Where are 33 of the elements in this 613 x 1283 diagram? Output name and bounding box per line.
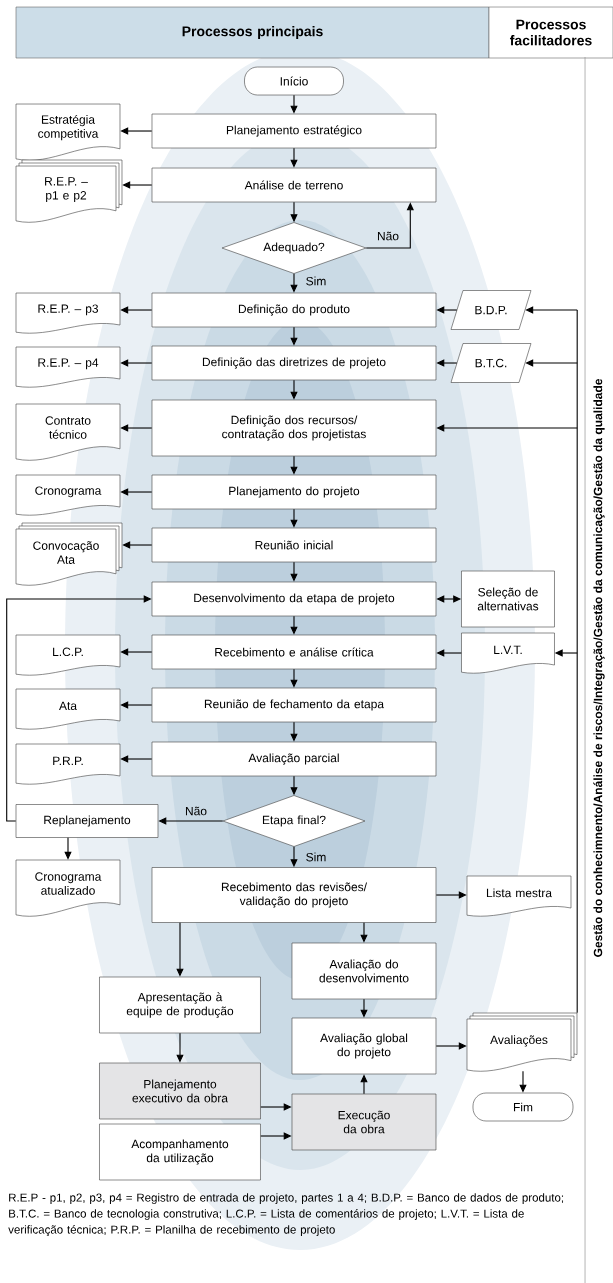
process-box: Desenvolvimento da etapa de projeto: [151, 581, 437, 617]
process-box: Avaliação do desenvolvimento: [291, 942, 437, 1000]
process-box: Execução da obra: [291, 1093, 437, 1151]
process-box: Definição dos recursos/ contratação dos projetistas: [151, 399, 437, 457]
process-box: Apresentação à equipe de produção: [99, 976, 261, 1034]
process-box: Recebimento das revisões/ validação do projeto: [151, 867, 437, 923]
side-column: Gestão do conhecimnento/Análise de riscos/Integração/Gestão da comunicação/Gestão da qualidade: [584, 56, 605, 1283]
process-box: Planejamento estratégico: [151, 113, 437, 149]
process-box: Definição das diretrizes de projeto: [151, 345, 437, 381]
document-stack: Avaliações: [466, 1012, 578, 1072]
process-box: Avaliação parcial: [151, 741, 437, 777]
data-parallelogram: B.D.P.: [450, 290, 532, 330]
data-parallelogram: B.T.C.: [450, 343, 532, 383]
header-band: Processos principais: [15, 6, 490, 59]
process-box: Planejamento executivo da obra: [99, 1062, 261, 1120]
process-box: Reunião inicial: [151, 527, 437, 563]
process-box: Replanejamento: [15, 804, 159, 838]
process-box: Análise de terreno: [151, 167, 437, 203]
process-box: Recebimento e análise crítica: [151, 634, 437, 670]
header-band: Processos facilitadores: [488, 6, 613, 59]
edge-label: Não: [378, 231, 399, 241]
document-stack: R.E.P. – p1 e p2: [15, 159, 123, 223]
process-box: Reunião de fechamento da etapa: [151, 687, 437, 723]
legend-note: R.E.P - p1, p2, p3, p4 = Registro de entrada de projeto, partes 1 a 4; B.D.P. = Banco de dados de produto; B.T.C. = Banco de tecnologia construtiva; L.C.P. = Lista de comentários de projeto; L.V.T. = Lista de verificação técnica; P.R.P. = Planilha de recebimento de projeto: [8, 1193, 564, 1236]
edge-label: Não: [186, 806, 207, 816]
edge-label: Sim: [306, 276, 326, 286]
edge-label: Sim: [306, 852, 326, 862]
process-box: Acompanhamento da utilização: [99, 1123, 261, 1181]
process-box: Seleção de alternativas: [461, 570, 555, 628]
process-box: Avaliação global do projeto: [291, 1017, 437, 1075]
document-stack: Convocação Ata: [15, 522, 123, 586]
process-box: Definição do produto: [151, 292, 437, 328]
process-box: Planejamento do projeto: [151, 474, 437, 510]
